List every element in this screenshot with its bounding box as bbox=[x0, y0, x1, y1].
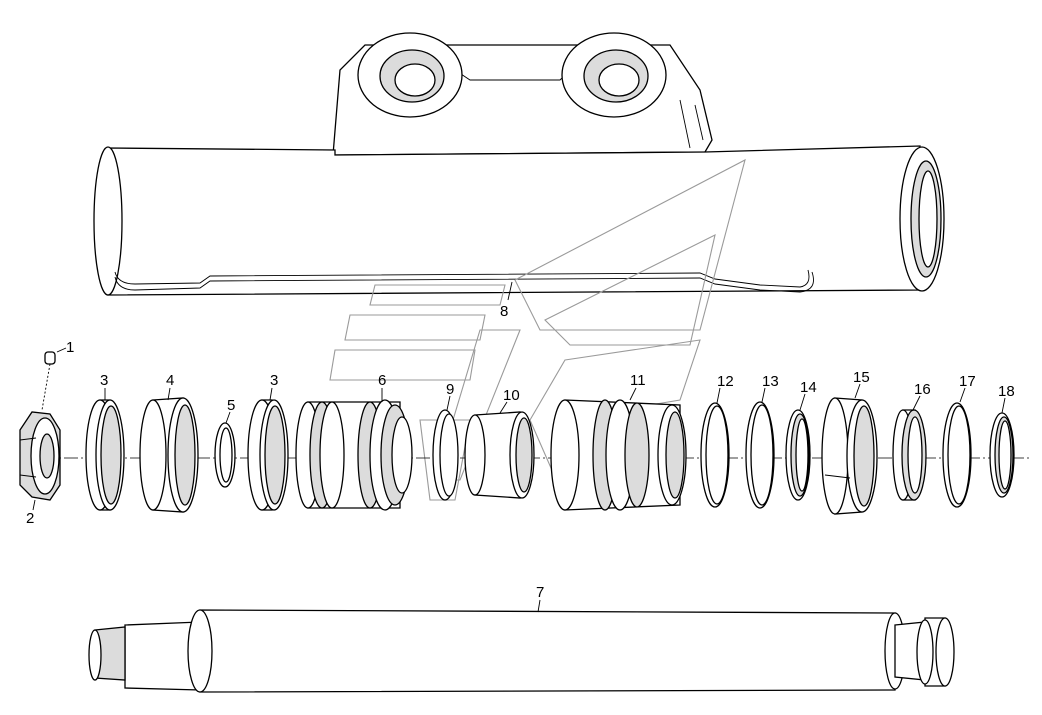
label-part-3-right: 3 bbox=[270, 372, 278, 389]
part-13-ring bbox=[745, 401, 775, 509]
watermark-logo bbox=[329, 158, 746, 501]
label-part-1: 1 bbox=[66, 339, 74, 356]
label-part-16: 16 bbox=[914, 381, 931, 398]
label-part-7: 7 bbox=[536, 584, 544, 601]
part-17-ring bbox=[942, 402, 972, 508]
label-part-3-left: 3 bbox=[100, 372, 108, 389]
part-3-ring-second bbox=[247, 399, 289, 511]
label-part-11: 11 bbox=[630, 372, 646, 389]
cylinder-barrel bbox=[93, 32, 945, 296]
part-1-grease-nipple bbox=[41, 351, 56, 411]
part-9-ring bbox=[432, 409, 459, 501]
part-16-seal bbox=[892, 409, 927, 501]
label-part-17: 17 bbox=[959, 373, 976, 390]
part-14-seal bbox=[785, 409, 811, 501]
part-11-piston bbox=[550, 399, 687, 511]
part-2-nut bbox=[19, 411, 61, 501]
part-3-ring bbox=[85, 399, 125, 511]
label-part-12: 12 bbox=[717, 373, 734, 390]
part-15-guide-ring bbox=[821, 397, 878, 515]
label-part-13: 13 bbox=[762, 373, 779, 390]
part-12-ring bbox=[700, 402, 730, 508]
part-7-piston-rod bbox=[88, 609, 955, 693]
label-part-15: 15 bbox=[853, 369, 870, 386]
label-part-10: 10 bbox=[503, 387, 520, 404]
part-number-labels: 1 2 3 4 5 3 6 7 8 9 10 11 12 13 14 15 16… bbox=[26, 303, 1015, 601]
label-part-9: 9 bbox=[446, 381, 454, 398]
part-4-bushing bbox=[139, 397, 199, 513]
part-6-gland bbox=[295, 399, 413, 511]
label-part-2: 2 bbox=[26, 510, 34, 527]
label-part-4: 4 bbox=[166, 372, 174, 389]
label-part-5: 5 bbox=[227, 397, 235, 414]
part-18-ring bbox=[989, 412, 1015, 498]
label-part-8: 8 bbox=[500, 303, 508, 320]
part-10-spacer bbox=[464, 411, 535, 499]
label-part-18: 18 bbox=[998, 383, 1015, 400]
leader-lines bbox=[32, 281, 1006, 613]
label-part-14: 14 bbox=[800, 379, 817, 396]
label-part-6: 6 bbox=[378, 372, 386, 389]
part-5-o-ring bbox=[214, 422, 236, 488]
